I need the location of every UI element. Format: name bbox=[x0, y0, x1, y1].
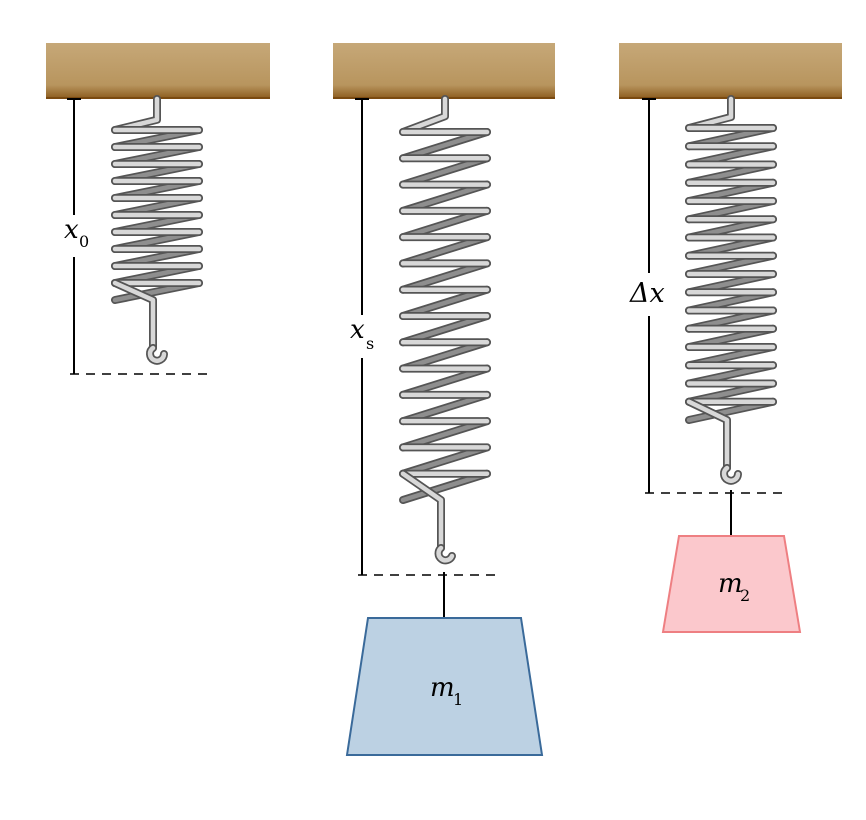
spring-1 bbox=[111, 95, 203, 365]
mass-m2-block bbox=[661, 535, 802, 633]
ceiling-2 bbox=[333, 43, 555, 99]
ceiling-1 bbox=[46, 43, 270, 99]
mass-m2: m 2 bbox=[661, 535, 802, 633]
label-delta-x: Δx bbox=[629, 278, 665, 309]
panel-unloaded: x 0 bbox=[46, 43, 270, 375]
label-m1-sub: 1 bbox=[453, 690, 463, 709]
label-x0-sub: 0 bbox=[79, 232, 89, 251]
spring-3 bbox=[685, 95, 777, 485]
dimension-delta-x: Δx bbox=[629, 98, 785, 494]
label-xs-sub: s bbox=[366, 334, 374, 353]
label-xs: x bbox=[350, 315, 365, 345]
label-x0: x bbox=[64, 215, 79, 245]
dimension-x0: x 0 bbox=[64, 98, 212, 375]
spring-2 bbox=[399, 95, 491, 565]
label-m2: m bbox=[718, 569, 743, 599]
panel-m2: Δx m 2 bbox=[619, 43, 842, 633]
dimension-xs: x s bbox=[350, 98, 500, 576]
ceiling-3 bbox=[619, 43, 842, 99]
mass-m1-block bbox=[345, 617, 544, 756]
panel-m1: x s m 1 bbox=[333, 43, 555, 756]
label-m1: m bbox=[430, 673, 455, 703]
label-m2-sub: 2 bbox=[740, 586, 750, 605]
mass-m1: m 1 bbox=[345, 617, 544, 756]
